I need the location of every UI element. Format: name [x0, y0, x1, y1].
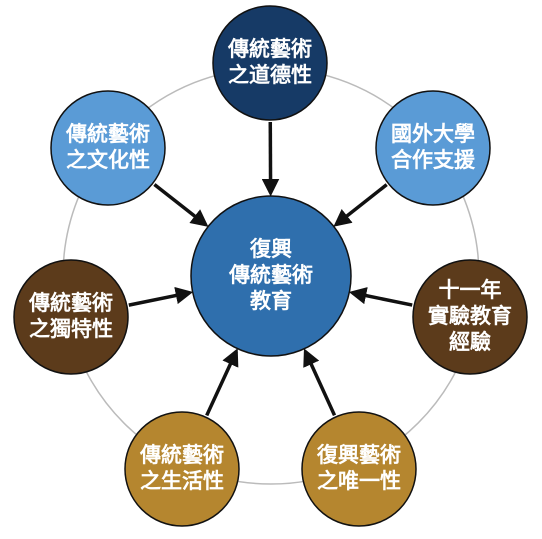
node-moral-line-2: 之道德性: [228, 63, 312, 87]
node-experience-line-3: 經驗: [449, 330, 491, 354]
arrow-distinct-to-center: [128, 286, 194, 307]
node-unique-line-2: 之唯一性: [317, 469, 401, 493]
node-experience-line-1: 十一年: [439, 278, 502, 302]
center-node-line-3: 教育: [250, 289, 292, 313]
node-culture-line-2: 之文化性: [66, 148, 150, 172]
node-intl-line-1: 國外大學: [391, 122, 475, 146]
node-culture-circle: [50, 90, 166, 206]
node-moral-line-1: 傳統藝術: [227, 37, 312, 61]
node-life-line-1: 傳統藝術: [139, 443, 224, 467]
node-distinct-circle: [13, 259, 129, 375]
arrow-unique-to-center: [303, 348, 337, 417]
arrow-experience-to-center: [348, 287, 413, 307]
arrow-life-to-center: [205, 348, 239, 417]
node-unique-line-1: 復興藝術: [316, 443, 401, 467]
node-distinct-line-2: 之獨特性: [29, 317, 113, 341]
node-unique-circle: [301, 411, 417, 527]
arrow-culture-to-center: [153, 183, 209, 227]
node-moral-circle: [212, 5, 328, 121]
center-node-circle: [190, 195, 352, 357]
arrows-group: [128, 121, 413, 417]
center-node-line-1: 復興: [249, 237, 292, 261]
center-node-line-2: 傳統藝術: [228, 263, 313, 287]
node-life-line-2: 之生活性: [140, 469, 224, 493]
node-intl-circle: [375, 90, 491, 206]
node-life-circle: [124, 411, 240, 527]
node-culture-line-1: 傳統藝術: [65, 122, 150, 146]
node-experience-circle: [412, 259, 528, 375]
node-intl-line-2: 合作支援: [391, 148, 476, 172]
node-distinct-line-1: 傳統藝術: [28, 291, 113, 315]
nodes-group: 傳統藝術之道德性國外大學合作支援十一年實驗教育經驗復興藝術之唯一性傳統藝術之生活…: [13, 5, 528, 527]
arrow-intl-to-center: [333, 183, 388, 227]
node-experience-line-2: 實驗教育: [428, 304, 512, 328]
